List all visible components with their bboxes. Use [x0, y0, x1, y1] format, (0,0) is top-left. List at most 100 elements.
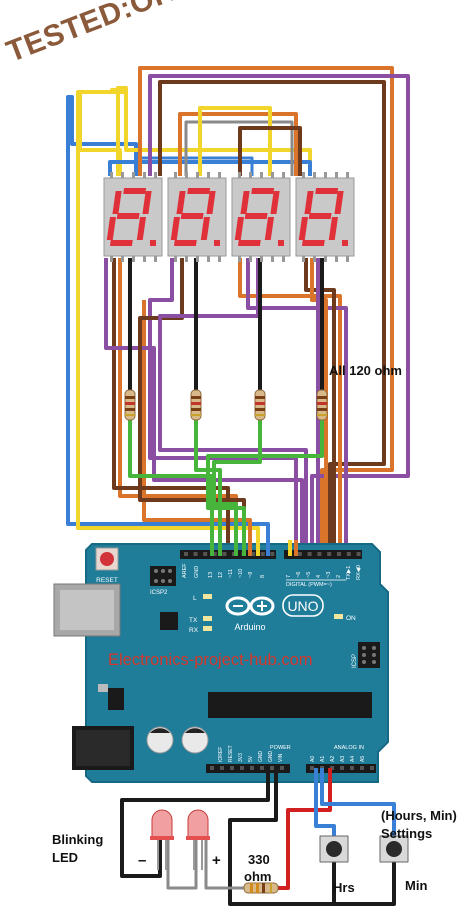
digital-label: DIGITAL (PWM=~) [286, 582, 332, 588]
min-label: Min [405, 878, 428, 893]
wire-blue-top2 [138, 156, 254, 176]
pin-aref-label: AREF [182, 563, 188, 578]
pin-5v-label: 5V [248, 755, 254, 762]
pin-12-label: 12 [218, 572, 224, 578]
pin-vin-label: VIN [278, 753, 284, 762]
pin-4-label: 4 [316, 575, 322, 578]
led-2 [186, 809, 210, 870]
wire-gray-mid [184, 120, 294, 176]
header-wire-ends [210, 530, 298, 556]
watermark: Electronics-project-hub.com [108, 651, 313, 669]
pin-2-label: 2 [336, 575, 342, 578]
led-1 [150, 809, 174, 870]
settings-label-2: Settings [381, 826, 433, 841]
uno-badge [282, 594, 324, 617]
led-rx-label: RX [189, 627, 199, 634]
capacitor-1 [146, 726, 174, 754]
led-l-label: L [193, 595, 197, 602]
arduino-logo [225, 596, 275, 616]
led-tx-label: TX [189, 617, 198, 624]
blinking-led-label: Blinking [52, 832, 104, 847]
reset-label: RESET [96, 577, 118, 584]
digital-header-left [180, 550, 276, 559]
uno-label: UNO [287, 598, 318, 614]
power-header [206, 764, 290, 773]
wire-red-a0 [278, 768, 332, 890]
pin-7-label: 7 [286, 575, 292, 578]
wire-green-1 [128, 420, 214, 551]
wire-purple-down3 [246, 258, 348, 556]
led-plus-label: + [212, 852, 221, 869]
button-hrs[interactable] [319, 835, 349, 863]
wire-blue-a1 [314, 768, 336, 836]
wire-purple-down2 [148, 258, 298, 556]
wire-green-4 [206, 420, 324, 551]
pin-gnd-label: GND [194, 566, 200, 578]
icsp-label: ICSP [352, 654, 358, 668]
pin-a4-label: A4 [350, 756, 356, 762]
resistors-120 [124, 389, 328, 421]
pin-rx0-label: RX◀0 [356, 565, 362, 580]
pin-3v3-label: 3V3 [238, 753, 244, 762]
wire-purple-down1 [104, 258, 304, 556]
wire-blue-inner [108, 160, 312, 176]
wire-gray-led [166, 840, 198, 890]
wire-brown-top [158, 80, 386, 556]
seven-segment-digit-4 [295, 172, 355, 262]
pin-10-label: ~10 [238, 569, 244, 578]
wire-purple-top [148, 74, 410, 556]
pin-ioref-label: IOREF [218, 747, 224, 762]
resistor-note: All 120 ohm [329, 363, 402, 378]
seven-segment-digit-2 [167, 172, 227, 262]
seven-segment-displays [103, 172, 355, 262]
small-chip [108, 688, 124, 710]
arduino-label: Arduino [234, 622, 265, 632]
wire-yellow-top [116, 86, 312, 176]
wire-black-gnd3 [230, 862, 336, 906]
usb-chip [160, 612, 178, 630]
button-min[interactable] [379, 835, 409, 863]
pin-8-label: 8 [260, 575, 266, 578]
pin-gnd-a-label: GND [258, 751, 264, 763]
pin-11-label: ~11 [228, 569, 234, 578]
wire-orange-down2 [238, 258, 342, 556]
upper-wires [66, 66, 410, 556]
wire-yellow-mid [198, 106, 272, 176]
pin-reset-label: RESET [228, 745, 234, 762]
pin-a1-label: A1 [320, 756, 326, 762]
wire-orange-mid [178, 112, 298, 176]
resistor-330 [243, 882, 279, 894]
pin-a5-label: A5 [360, 756, 366, 762]
analog-in-label: ANALOG IN [334, 745, 364, 751]
resistor-2 [190, 389, 202, 421]
pin-a0-label: A0 [310, 756, 316, 762]
icsp-header [358, 642, 380, 668]
pin-9-label: ~9 [248, 572, 254, 578]
arduino-uno-board: RESET ICSP 2 AREF GND 13 12 ~11 ~10 ~9 8 … [53, 543, 389, 783]
pin-a2-label: A2 [330, 756, 336, 762]
settings-label: (Hours, Min) [381, 808, 457, 823]
wire-orange-top [138, 66, 394, 556]
power-pin-labels: IOREF RESET 3V3 5V GND GND VIN A0 A1 A2 … [218, 745, 366, 762]
capacitor-2 [181, 726, 209, 754]
pin-a3-label: A3 [340, 756, 346, 762]
wire-brown-mid [238, 126, 302, 176]
resistor-1 [124, 389, 136, 421]
resistor-4 [316, 389, 328, 421]
digital-pin-labels: AREF GND 13 12 ~11 ~10 ~9 8 7 ~6 ~5 4 ~3… [182, 563, 362, 580]
wire-brown-down1 [112, 258, 230, 551]
pin-gnd-b-label: GND [268, 751, 274, 763]
seven-segment-digit-1 [103, 172, 163, 262]
hrs-label: Hrs [333, 880, 355, 895]
led-minus-label: – [138, 852, 147, 869]
wire-black-gnd2 [228, 768, 396, 906]
on-label: ON [346, 615, 356, 622]
seven-segment-digit-3 [231, 172, 291, 262]
pin-3-label: ~3 [326, 572, 332, 578]
pin-6-label: ~6 [296, 572, 302, 578]
blinking-led-label-2: LED [52, 850, 78, 865]
wire-gray-led2 [204, 840, 244, 890]
power-label: POWER [270, 745, 291, 751]
pin-13-label: 13 [208, 572, 214, 578]
